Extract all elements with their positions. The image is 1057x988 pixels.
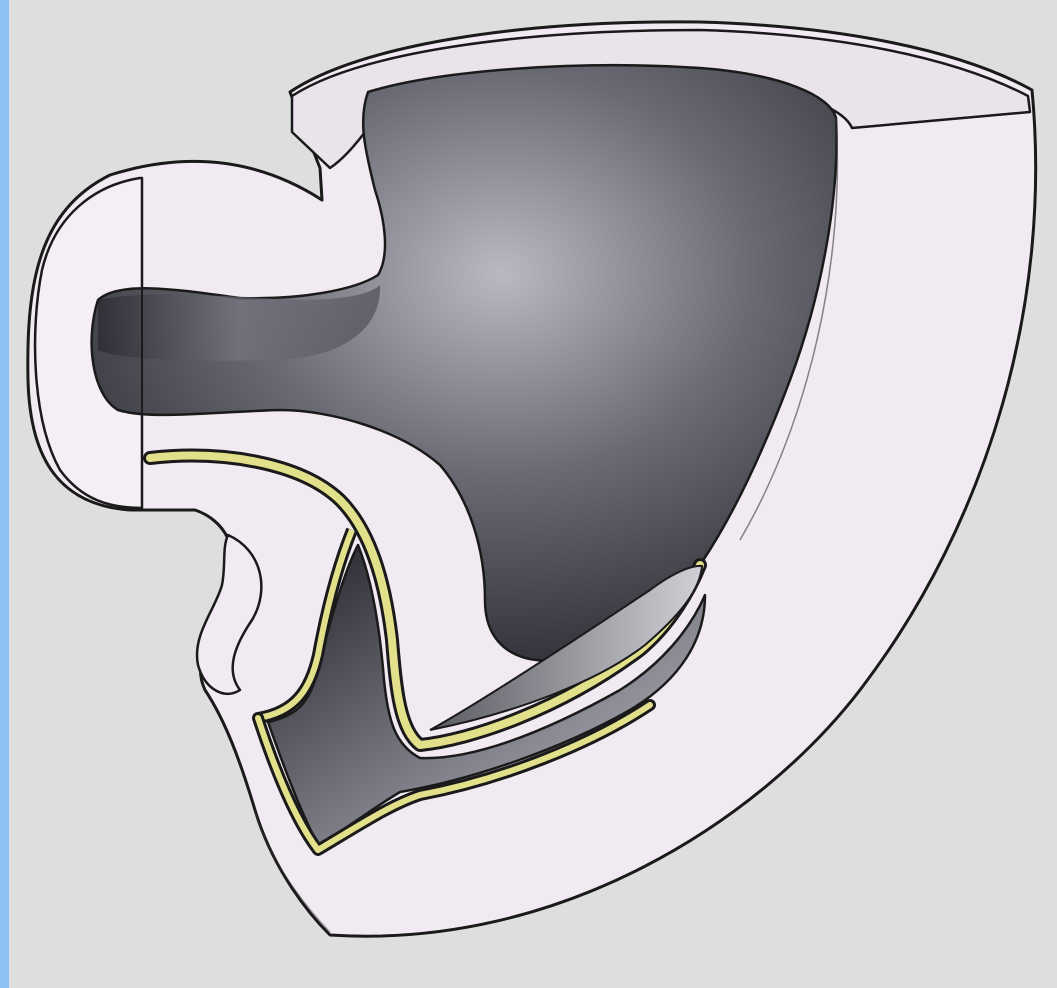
anatomical-cutaway-figure bbox=[0, 0, 1057, 988]
diagram-canvas bbox=[0, 0, 1057, 988]
